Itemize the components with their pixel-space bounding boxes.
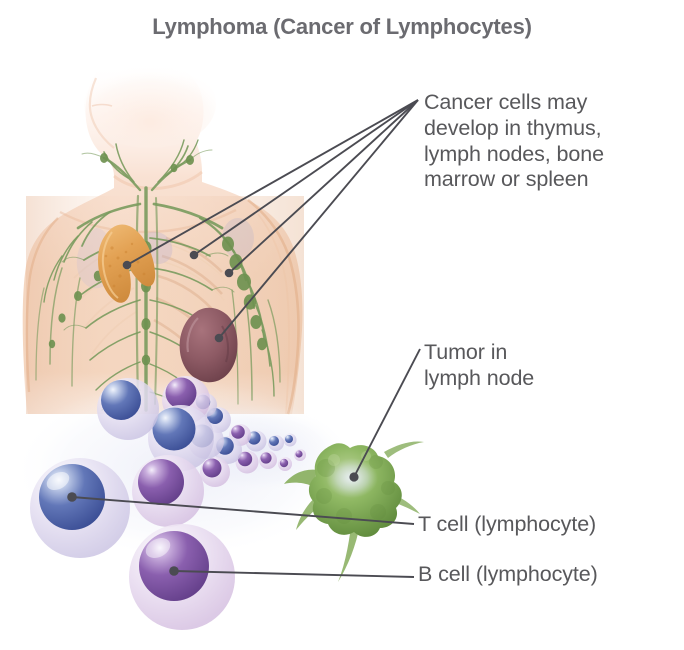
- leader-line-spleen: [218, 99, 419, 339]
- leader-line-t-cell: [71, 496, 415, 525]
- lymph-nodes: [48, 153, 267, 366]
- lymph-node-highlighted: [222, 236, 234, 252]
- leader-endpoints: [67, 250, 359, 576]
- leader-line-bone-marrow: [193, 99, 419, 256]
- leader-line-lymph-node: [228, 99, 419, 274]
- label-b-cell: B cell (lymphocyte): [418, 562, 598, 586]
- t-cell: [268, 435, 284, 451]
- leader-line-b-cell: [173, 570, 415, 578]
- leader-line-thymus: [126, 99, 419, 266]
- b-cell: [294, 449, 306, 461]
- b-cell: [235, 450, 259, 474]
- tumor-lymph-node: [284, 441, 424, 582]
- b-cell: [259, 451, 277, 469]
- leader-lines: [71, 99, 421, 578]
- lymphocyte-cluster: [10, 376, 350, 630]
- label-t-cell: T cell (lymphocyte): [418, 512, 597, 536]
- b-cell: [132, 455, 204, 527]
- spleen: [179, 307, 238, 383]
- t-cell: [148, 405, 214, 471]
- label-tumor-in-lymph-node: Tumor in lymph node: [424, 340, 535, 390]
- torso-silhouette: [22, 60, 304, 415]
- b-cell-labelled: [129, 524, 235, 630]
- t-cell: [283, 433, 297, 447]
- body-illustration: [22, 60, 304, 415]
- label-cancer-cell-sites: Cancer cells may develop in thymus, lymp…: [424, 90, 604, 192]
- t-cell-labelled: [30, 458, 130, 558]
- page-title: Lymphoma (Cancer of Lymphocytes): [152, 14, 532, 39]
- leader-line-tumor: [353, 348, 421, 478]
- t-cell: [97, 378, 159, 440]
- b-cell: [200, 457, 230, 487]
- b-cell: [278, 457, 292, 471]
